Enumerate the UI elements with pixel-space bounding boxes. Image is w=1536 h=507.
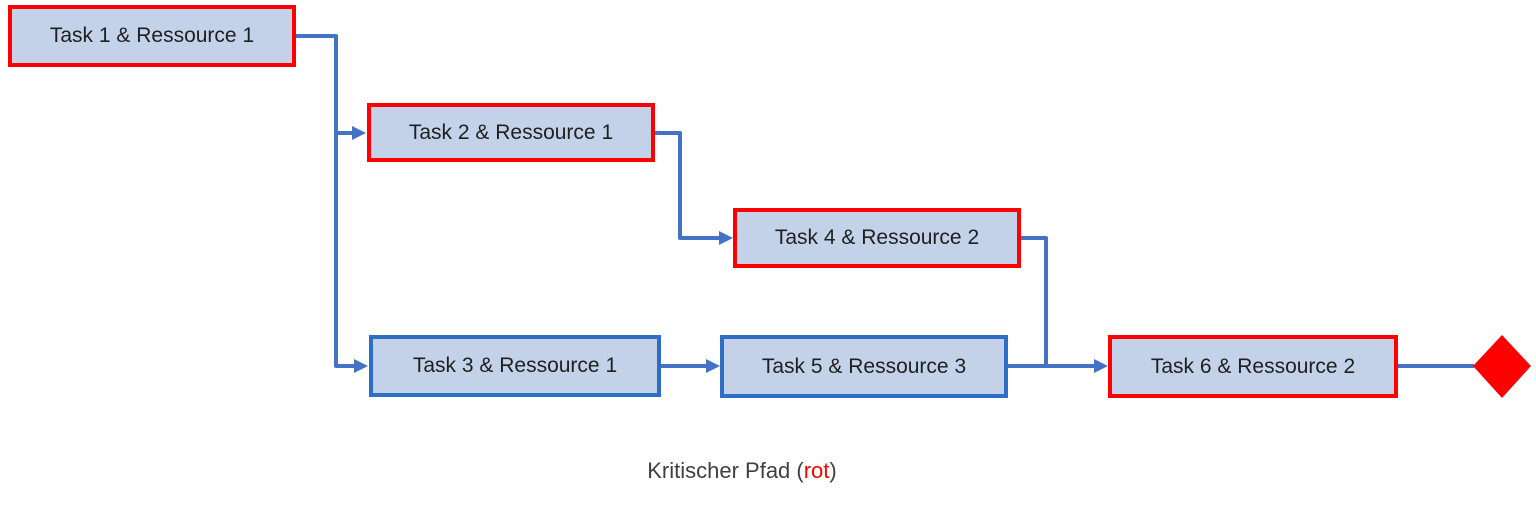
arrowhead-task4: [719, 231, 733, 245]
legend-prefix: Kritischer Pfad (: [647, 458, 804, 483]
node-task5: Task 5 & Ressource 3: [720, 335, 1008, 398]
node-task3: Task 3 & Ressource 1: [369, 335, 661, 397]
arrowhead-task5: [706, 359, 720, 373]
legend-caption: Kritischer Pfad (rot): [540, 458, 944, 484]
node-task4: Task 4 & Ressource 2: [733, 208, 1021, 268]
end-milestone-diamond: [1473, 335, 1531, 398]
legend-highlight: rot: [803, 458, 830, 483]
edge-task1-task3: [296, 34, 354, 368]
node-task1-label: Task 1 & Ressource 1: [49, 24, 255, 47]
node-task5-label: Task 5 & Ressource 3: [761, 354, 967, 378]
arrowhead-task6: [1094, 359, 1108, 373]
node-task6-label: Task 6 & Ressource 2: [1150, 354, 1356, 378]
node-task2-label: Task 2 & Ressource 1: [408, 120, 614, 144]
edge-task2-task4: [655, 131, 719, 240]
legend-suffix: ): [829, 458, 837, 483]
node-task4-label: Task 4 & Ressource 2: [774, 226, 980, 249]
node-task2: Task 2 & Ressource 1: [367, 103, 655, 162]
node-task6: Task 6 & Ressource 2: [1108, 335, 1398, 398]
node-task1: Task 1 & Ressource 1: [8, 5, 296, 67]
edge-task4-task6: [1021, 236, 1048, 366]
arrowhead-task2: [352, 126, 366, 140]
arrowhead-task3: [354, 359, 368, 373]
node-task3-label: Task 3 & Ressource 1: [412, 354, 618, 377]
